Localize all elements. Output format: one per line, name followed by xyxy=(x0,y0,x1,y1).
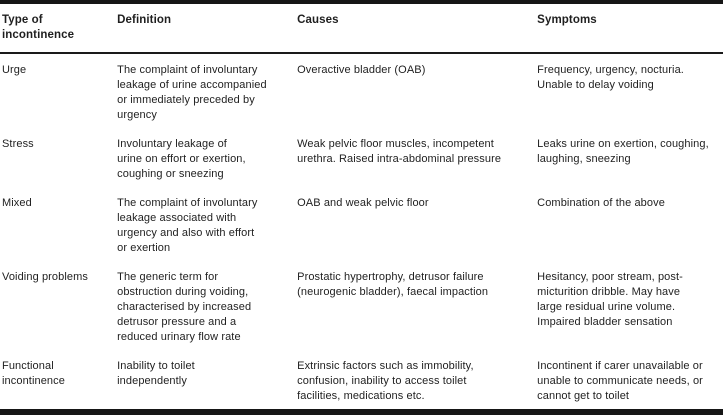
cell-causes: Extrinsic factors such as immobility, co… xyxy=(297,360,474,402)
cell-type: Urge xyxy=(2,64,27,76)
cell-definition: The complaint of involuntary leakage ass… xyxy=(117,197,258,254)
cell-symptoms: Leaks urine on exertion, coughing, laugh… xyxy=(537,138,709,165)
col-header-definition: Definition xyxy=(117,2,298,54)
cell-definition: Inability to toilet independently xyxy=(117,360,195,387)
cell-definition: Involuntary leakage of urine on effort o… xyxy=(117,138,246,180)
cell-symptoms: Combination of the above xyxy=(537,197,665,209)
col-header-symptoms: Symptoms xyxy=(537,2,723,54)
table-row-mixed: Mixed The complaint of involuntary leaka… xyxy=(0,187,723,261)
table-row-stress: Stress Involuntary leakage of urine on e… xyxy=(0,128,723,187)
cell-type: Mixed xyxy=(2,197,32,209)
col-header-type-of-incontinence: Type of incontinence xyxy=(0,2,118,54)
table-row-urge: Urge The complaint of involuntary leakag… xyxy=(0,53,723,128)
cell-type: Stress xyxy=(2,138,34,150)
table-row-functional-incontinence: Functional incontinence Inability to toi… xyxy=(0,350,723,412)
cell-definition: The complaint of involuntary leakage of … xyxy=(117,64,267,121)
cell-causes: Weak pelvic floor muscles, incompetent u… xyxy=(297,138,502,165)
cell-type: Functional incontinence xyxy=(2,360,65,387)
table-row-voiding-problems: Voiding problems The generic term for ob… xyxy=(0,261,723,350)
cell-type: Voiding problems xyxy=(2,271,88,283)
header-row: Type of incontinence Definition Causes S… xyxy=(0,2,723,54)
cell-causes: Prostatic hypertrophy, detrusor failure … xyxy=(297,271,489,298)
col-header-causes: Causes xyxy=(297,2,538,54)
cell-symptoms: Incontinent if carer unavailable or unab… xyxy=(537,360,703,402)
cell-causes: OAB and weak pelvic floor xyxy=(297,197,429,209)
cell-definition: The generic term for obstruction during … xyxy=(117,271,252,343)
cell-causes: Overactive bladder (OAB) xyxy=(297,64,426,76)
cell-symptoms: Frequency, urgency, nocturia. Unable to … xyxy=(537,64,684,91)
cell-symptoms: Hesitancy, poor stream, post- micturitio… xyxy=(537,271,683,328)
